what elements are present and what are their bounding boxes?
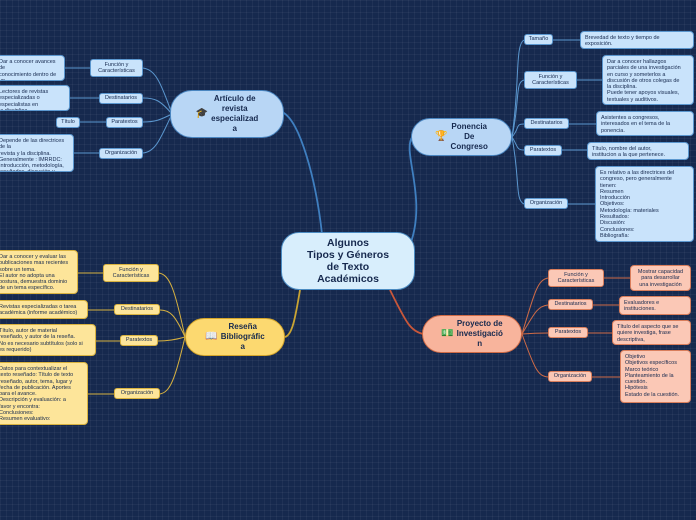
ponencia-funcion-label[interactable]: Función y Características <box>524 71 577 89</box>
proyecto-funcion-label[interactable]: Función y Características <box>548 269 604 287</box>
proyecto-paratextos-label[interactable]: Paratextos <box>548 327 588 338</box>
topic-articulo[interactable]: 🎓 Artículo de revista especializad a <box>170 90 284 138</box>
resena-funcion-text: Dar a conocer y evaluar las publicacione… <box>0 250 78 294</box>
topic-proyecto[interactable]: 💵 Proyecto de Investigació n <box>422 315 522 353</box>
ponencia-organizacion-text: Es relativo a las directrices del congre… <box>595 166 694 242</box>
proyecto-funcion-text: Mostrar capacidad para desarrollar una i… <box>630 265 691 291</box>
proyecto-destinatarios-label[interactable]: Destinatarios <box>548 299 593 310</box>
ponencia-funcion-text: Dar a conocer hallazgos parciales de una… <box>602 55 694 105</box>
topic-articulo-label: Artículo de revista especializad a <box>211 94 259 133</box>
topic-ponencia-label: Ponencia De Congreso <box>450 122 488 151</box>
proyecto-organizacion-label[interactable]: Organización <box>548 371 592 382</box>
resena-organizacion-text: Datos para contextualizar el texto reseñ… <box>0 362 88 425</box>
articulo-organizacion-label[interactable]: Organización <box>99 148 143 159</box>
articulo-titulo-text: Título <box>56 117 80 128</box>
trophy-icon: 🏆 <box>435 131 448 142</box>
proyecto-organizacion-text: Objetivo Objetivos específicos Marco teó… <box>620 350 691 403</box>
resena-paratextos-label[interactable]: Paratextos <box>120 335 158 346</box>
resena-destinatarios-text: Revistas especializadas o tarea académic… <box>0 300 88 319</box>
articulo-destinatarios-label[interactable]: Destinatarios <box>99 93 143 104</box>
topic-proyecto-label: Proyecto de Investigació n <box>456 319 503 348</box>
ponencia-destinatarios-text: Asistentes a congresos, interesados en e… <box>596 111 694 136</box>
ponencia-paratextos-text: Título, nombre del autor, institucion a … <box>587 142 689 160</box>
resena-organizacion-label[interactable]: Organización <box>114 388 160 399</box>
book-icon: 📖 <box>205 331 218 342</box>
topic-resena[interactable]: 📖 Reseña Bibliográfic a <box>185 318 285 356</box>
ponencia-organizacion-label[interactable]: Organización <box>524 198 568 209</box>
resena-funcion-label[interactable]: Función y Características <box>103 264 159 282</box>
ponencia-paratextos-label[interactable]: Paratextos <box>524 145 562 156</box>
articulo-funcion-label[interactable]: Función y Características <box>90 59 143 77</box>
resena-destinatarios-label[interactable]: Destinatarios <box>114 304 160 315</box>
proyecto-paratextos-text: Título del aspecto que se quiere investi… <box>612 320 691 345</box>
graduation-cap-icon: 🎓 <box>195 108 209 119</box>
resena-paratextos-text: Título, autor de material reseñado, y au… <box>0 324 96 356</box>
ponencia-destinatarios-label[interactable]: Destinatarios <box>524 118 569 129</box>
articulo-organizacion-text: Depende de las directrices de la revista… <box>0 134 74 172</box>
money-icon: 💵 <box>441 328 454 339</box>
ponencia-tamano-label[interactable]: Tamaño <box>524 34 553 45</box>
topic-resena-label: Reseña Bibliográfic a <box>220 322 265 351</box>
central-topic[interactable]: Algunos Tipos y Géneros de Texto Académi… <box>281 232 415 290</box>
ponencia-tamano-text: Brevedad de texto y tiempo de exposición… <box>580 31 694 49</box>
articulo-destinatarios-text: Lectores de revistas especializadas o es… <box>0 85 70 111</box>
articulo-paratextos-label[interactable]: Paratextos <box>106 117 143 128</box>
topic-ponencia[interactable]: 🏆 Ponencia De Congreso <box>411 118 512 156</box>
proyecto-destinatarios-text: Evaluadores e instituciones. <box>619 296 691 315</box>
articulo-funcion-text: Dar a conocer avances de conocimiento de… <box>0 55 65 81</box>
